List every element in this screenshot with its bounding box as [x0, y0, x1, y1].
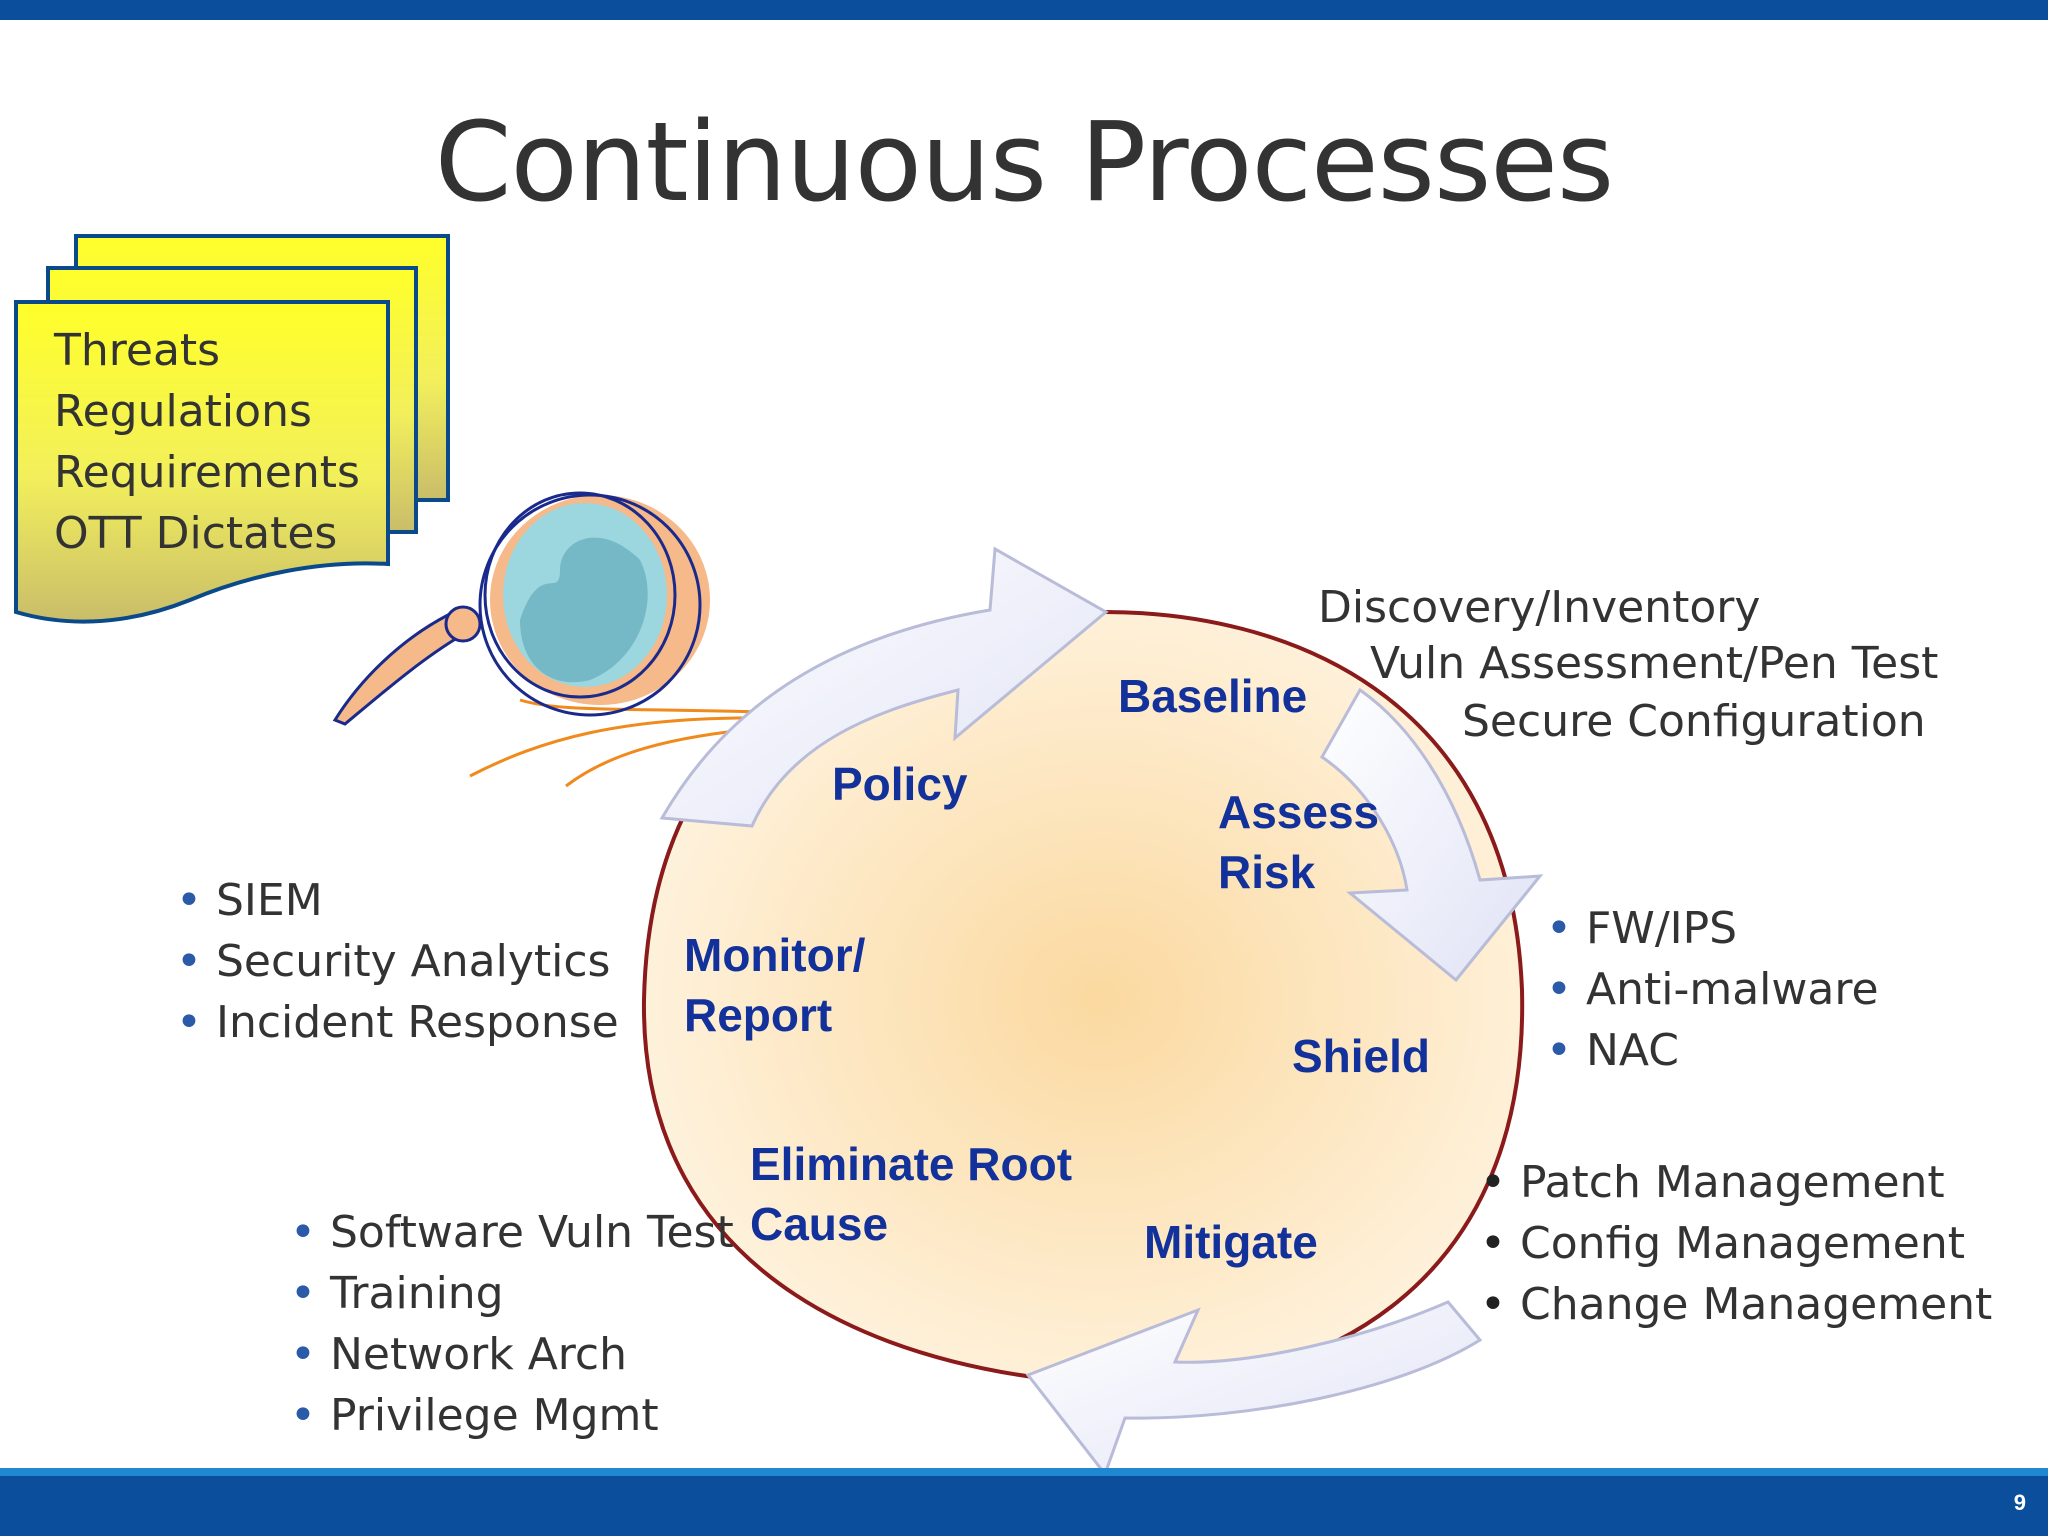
step-eliminate-line2: Cause	[750, 1198, 889, 1250]
step-baseline: Baseline	[1118, 670, 1308, 722]
step-policy: Policy	[832, 758, 968, 810]
step-mitigate: Mitigate	[1144, 1216, 1318, 1268]
driver-item: Regulations	[54, 386, 312, 437]
step-monitor-line1: Monitor/	[684, 929, 866, 981]
magnifying-glass-icon	[332, 491, 771, 788]
list-item: Config Management	[1480, 1213, 1992, 1274]
list-item: Anti-malware	[1546, 959, 1879, 1020]
header-bar	[0, 0, 2048, 20]
footer-bar: 9	[0, 1468, 2048, 1536]
document-stack-icon	[14, 234, 450, 624]
list-item: Incident Response	[176, 992, 619, 1053]
list-item: Privilege Mgmt	[290, 1385, 734, 1446]
drivers-list: Threats Regulations Requirements OTT Dic…	[54, 320, 360, 564]
list-item: NAC	[1546, 1020, 1879, 1081]
step-eliminate-line1: Eliminate Root	[750, 1138, 1073, 1190]
page-number: 9	[2013, 1490, 2026, 1515]
step-monitor-line2: Report	[684, 989, 833, 1041]
baseline-note: Secure Configuration	[1462, 696, 1926, 747]
list-item: SIEM	[176, 870, 619, 931]
step-assess-risk-line1: Assess	[1218, 786, 1380, 838]
footer-accent-line	[0, 1468, 2048, 1476]
step-assess-risk-line2: Risk	[1218, 846, 1316, 898]
mitigate-list: Patch Management Config Management Chang…	[1480, 1152, 1992, 1335]
list-item: FW/IPS	[1546, 898, 1879, 959]
shield-list: FW/IPS Anti-malware NAC	[1546, 898, 1879, 1081]
list-item: Change Management	[1480, 1274, 1992, 1335]
root-cause-list: Software Vuln Test Training Network Arch…	[290, 1202, 734, 1446]
list-item: Software Vuln Test	[290, 1202, 734, 1263]
driver-item: OTT Dictates	[54, 508, 338, 559]
list-item: Network Arch	[290, 1324, 734, 1385]
step-assess-risk: Assess Risk	[1218, 782, 1379, 902]
list-item: Patch Management	[1480, 1152, 1992, 1213]
list-item: Security Analytics	[176, 931, 619, 992]
baseline-note: Vuln Assessment/Pen Test	[1370, 638, 1939, 689]
step-monitor-report: Monitor/ Report	[684, 925, 865, 1045]
baseline-note: Discovery/Inventory	[1318, 582, 1761, 633]
list-item: Training	[290, 1263, 734, 1324]
monitor-list: SIEM Security Analytics Incident Respons…	[176, 870, 619, 1053]
step-eliminate-root-cause: Eliminate Root Cause	[750, 1134, 1072, 1254]
cycle-arrow-icon	[659, 546, 1544, 1478]
driver-item: Requirements	[54, 447, 360, 498]
slide-title: Continuous Processes	[434, 98, 1615, 226]
driver-item: Threats	[54, 325, 221, 376]
step-shield: Shield	[1292, 1030, 1431, 1082]
